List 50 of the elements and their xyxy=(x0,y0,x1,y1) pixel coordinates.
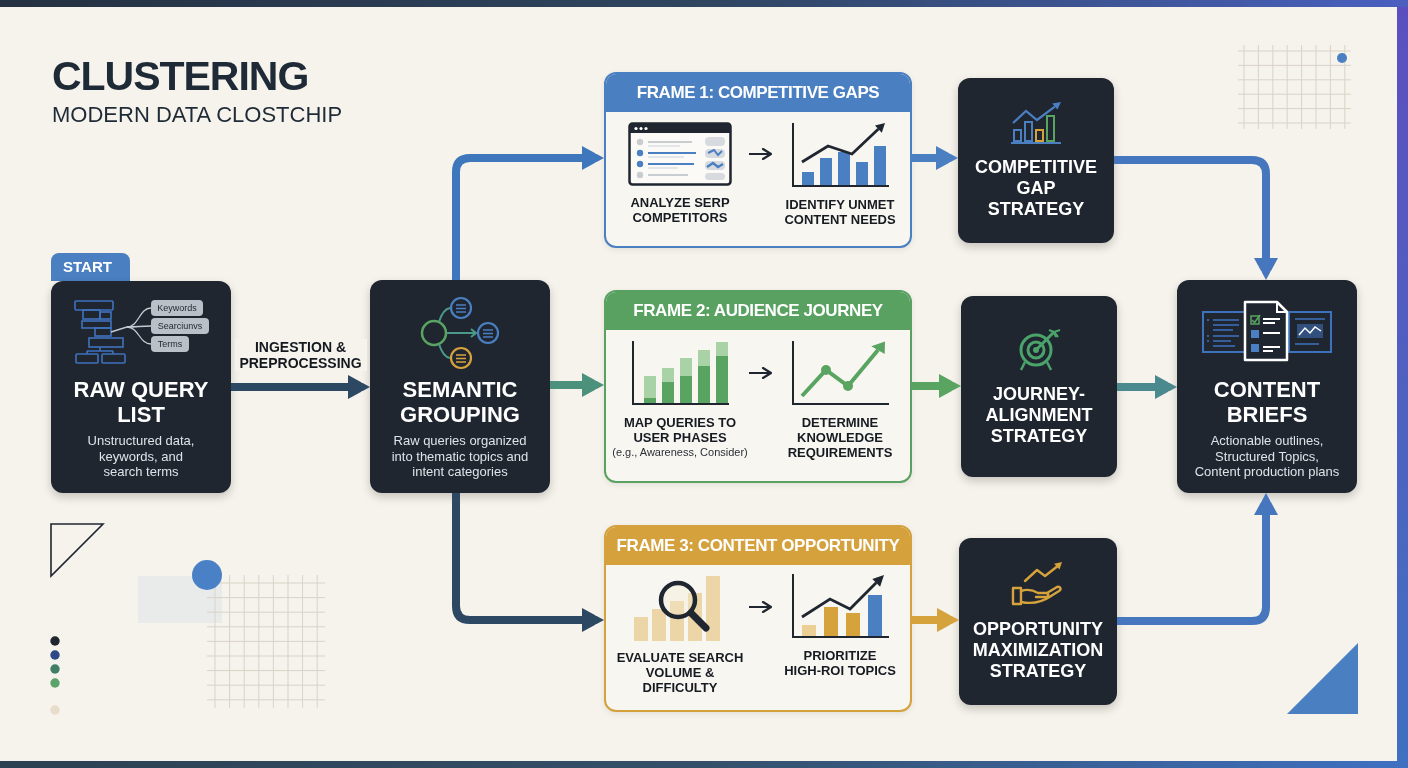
card-title: COMPETITIVE GAP STRATEGY xyxy=(974,157,1098,220)
strategy-card xyxy=(958,78,1114,243)
connector-line xyxy=(126,325,152,328)
frame-panel xyxy=(604,72,912,248)
card-description: Actionable outlines, Structured Topics, Content production plans xyxy=(1193,433,1341,481)
arrow xyxy=(1117,493,1278,625)
card-description: Unstructured data, keywords, and search terms xyxy=(86,433,196,481)
process-card xyxy=(1177,280,1357,493)
frame-panel xyxy=(604,290,912,483)
title: CLUSTERING xyxy=(52,56,309,97)
card-title: OPPORTUNITY MAXIMIZATION STRATEGY xyxy=(971,619,1105,682)
arrow xyxy=(912,608,959,632)
step-label: PRIORITIZE HIGH-ROI TOPICS xyxy=(783,649,897,679)
arrow xyxy=(748,147,773,161)
arrow xyxy=(231,375,370,399)
subtitle: MODERN DATA CLOSTCHIP xyxy=(52,104,343,126)
card-title: RAW QUERY LIST xyxy=(72,378,210,428)
frame-panel xyxy=(604,525,912,712)
step-label: DETERMINE KNOWLEDGE REQUIREMENTS xyxy=(786,416,894,461)
step-label: EVALUATE SEARCH VOLUME & DIFFICULTY xyxy=(615,651,745,696)
card-title: CONTENT BRIEFS xyxy=(1212,378,1322,428)
frame-header: FRAME 3: CONTENT OPPORTUNITY xyxy=(606,527,910,565)
step-label: ANALYZE SERP COMPETITORS xyxy=(629,196,731,226)
frame-header: FRAME 1: COMPETITIVE GAPS xyxy=(606,74,910,112)
arrow xyxy=(748,600,773,614)
arrow xyxy=(912,374,961,398)
process-card xyxy=(51,281,231,493)
arrow xyxy=(912,146,958,170)
step-label: IDENTIFY UNMET CONTENT NEEDS xyxy=(783,198,897,228)
arrow xyxy=(748,366,773,380)
arrow xyxy=(452,493,604,632)
connector-line xyxy=(126,326,152,345)
keyword-tag: Keywords xyxy=(151,300,203,316)
step-note: (e.g., Awareness, Consider) xyxy=(612,445,748,460)
frame-header: FRAME 2: AUDIENCE JOURNEY xyxy=(606,292,910,330)
arrow xyxy=(1114,156,1278,280)
arrow xyxy=(452,146,604,280)
step-label: MAP QUERIES TO USER PHASES xyxy=(622,416,738,446)
card-title: JOURNEY-ALIGNMENT STRATEGY xyxy=(984,384,1094,447)
start-tab: START xyxy=(51,253,130,281)
strategy-card xyxy=(961,296,1117,477)
keyword-tag: Searciunvs xyxy=(151,318,209,334)
arrow xyxy=(550,373,604,397)
arrow xyxy=(1117,375,1177,399)
strategy-card xyxy=(959,538,1117,705)
hierarchy-diagram xyxy=(73,299,127,367)
card-description: Raw queries organized into thematic topics and intent categories xyxy=(390,433,530,481)
keyword-tag: Terms xyxy=(151,336,189,352)
process-card xyxy=(370,280,550,493)
card-title: SEMANTIC GROUPING xyxy=(399,378,521,428)
